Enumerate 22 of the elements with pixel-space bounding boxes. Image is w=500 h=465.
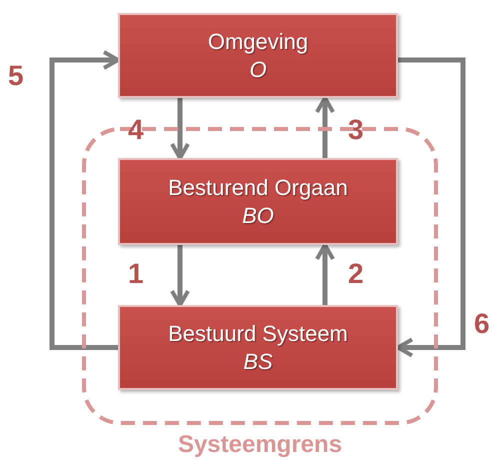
box-title: Besturend Orgaan <box>168 174 348 202</box>
box-title: Bestuurd Systeem <box>168 320 348 348</box>
box-title: Omgeving <box>208 28 308 56</box>
edge-label: 2 <box>348 260 364 288</box>
edge-label: 3 <box>348 116 364 144</box>
process-box <box>118 305 398 390</box>
box-symbol: BS <box>243 348 273 375</box>
process-box <box>118 158 398 245</box>
edge-label: 5 <box>8 62 24 90</box>
box-symbol: O <box>249 56 267 83</box>
process-box <box>118 13 398 98</box>
edge-label: 4 <box>128 116 144 144</box>
arrow <box>396 58 466 358</box>
arrow <box>170 98 190 160</box>
arrow <box>50 50 120 350</box>
edge-label: 6 <box>474 310 490 338</box>
arrow <box>315 243 335 305</box>
arrow <box>170 245 190 307</box>
box-symbol: BO <box>242 202 274 229</box>
edge-label: 1 <box>128 260 144 288</box>
boundary-label: Systeemgrens <box>176 433 344 457</box>
arrow <box>315 96 335 158</box>
